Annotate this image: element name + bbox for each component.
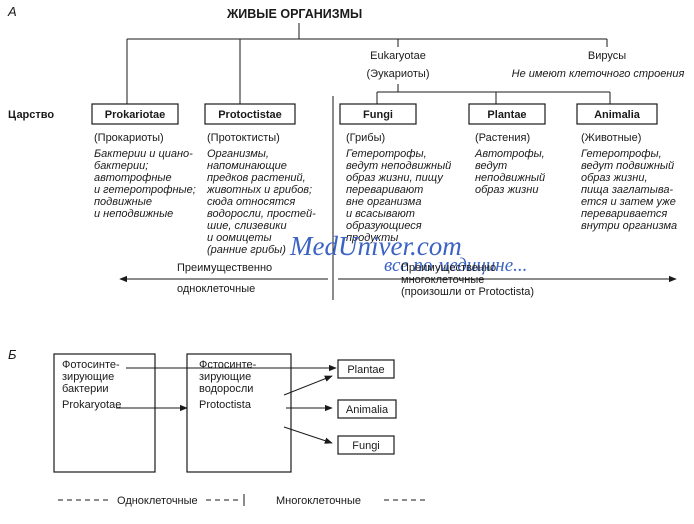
photosynthetic-bacteria-box: Фотосинте- зирующие бактерии Prokaryotae bbox=[53, 353, 156, 473]
kingdom-ru: (Грибы) bbox=[346, 132, 385, 144]
eukaryotae-label: Eukaryotae bbox=[370, 50, 426, 62]
kingdom-ru: (Прокариоты) bbox=[94, 132, 164, 144]
kingdom-ru: (Растения) bbox=[475, 132, 530, 144]
target-plantae: Plantae bbox=[337, 359, 395, 379]
kingdom-label: Царство bbox=[8, 109, 54, 121]
kingdom-name: Protoctistae bbox=[218, 109, 282, 121]
kingdom-prokariotae: Prokariotae (Прокариоты) Бактерии и циан… bbox=[91, 103, 199, 220]
bottom-scale bbox=[58, 494, 428, 506]
photosynthetic-algae-box: Фстосинте- зирующие водоросли Protoctist… bbox=[186, 353, 292, 473]
target-fungi: Fungi bbox=[337, 435, 395, 455]
kingdom-name: Animalia bbox=[594, 109, 641, 121]
target-label: Plantae bbox=[347, 364, 384, 376]
multicellular-label: Преимущественно многоклеточные (произошл… bbox=[401, 262, 534, 298]
eukaryotae-ru-label: (Эукариоты) bbox=[367, 68, 430, 80]
tree-connectors bbox=[126, 23, 611, 300]
kingdom-desc: Гетеротрофы, ведут неподвижный образ жиз… bbox=[346, 148, 454, 244]
kingdom-desc: Бактерии и циано- бактерии; автотрофные … bbox=[94, 148, 199, 220]
kingdom-fungi: Fungi (Грибы) Гетеротрофы, ведут неподви… bbox=[339, 103, 454, 244]
target-label: Animalia bbox=[346, 404, 389, 416]
evolution-arrows bbox=[116, 364, 337, 444]
kingdom-ru: (Протоктисты) bbox=[207, 132, 280, 144]
kingdom-name: Prokariotae bbox=[105, 109, 166, 121]
watermark-site: MedUniver.com bbox=[289, 231, 462, 261]
box-text: Фстосинте- зирующие водоросли Protoctist… bbox=[199, 359, 259, 411]
kingdom-protoctistae: Protoctistae (Протоктисты) Организмы, на… bbox=[204, 103, 319, 256]
kingdom-name: Plantae bbox=[487, 109, 526, 121]
section-b-label: Б bbox=[8, 347, 17, 362]
viruses-note: Не имеют клеточного строения bbox=[512, 68, 685, 80]
target-label: Fungi bbox=[352, 440, 380, 452]
kingdom-name: Fungi bbox=[363, 109, 393, 121]
unicellular-label: Преимущественно одноклеточные bbox=[177, 262, 275, 295]
kingdom-desc: Организмы, напоминающие предков растений… bbox=[206, 148, 319, 256]
kingdom-desc: Автотрофы, ведут неподвижный образ жизни bbox=[474, 148, 548, 196]
kingdom-plantae: Plantae (Растения) Автотрофы, ведут непо… bbox=[468, 103, 548, 196]
box-text: Фотосинте- зирующие бактерии Prokaryotae bbox=[62, 359, 123, 411]
multicellular-scale-label: Многоклеточные bbox=[276, 495, 361, 507]
diagram-title: ЖИВЫЕ ОРГАНИЗМЫ bbox=[226, 7, 362, 21]
viruses-label: Вирусы bbox=[588, 50, 626, 62]
section-a-label: А bbox=[7, 4, 17, 19]
kingdom-desc: Гетеротрофы, ведут подвижный образ жизни… bbox=[581, 148, 679, 232]
kingdom-animalia: Animalia (Животные) Гетеротрофы, ведут п… bbox=[576, 103, 679, 232]
unicellular-scale-label: Одноклеточные bbox=[117, 495, 198, 507]
target-animalia: Animalia bbox=[337, 399, 397, 419]
watermark-slogan: все по медицине... bbox=[384, 255, 527, 276]
kingdom-ru: (Животные) bbox=[581, 132, 641, 144]
